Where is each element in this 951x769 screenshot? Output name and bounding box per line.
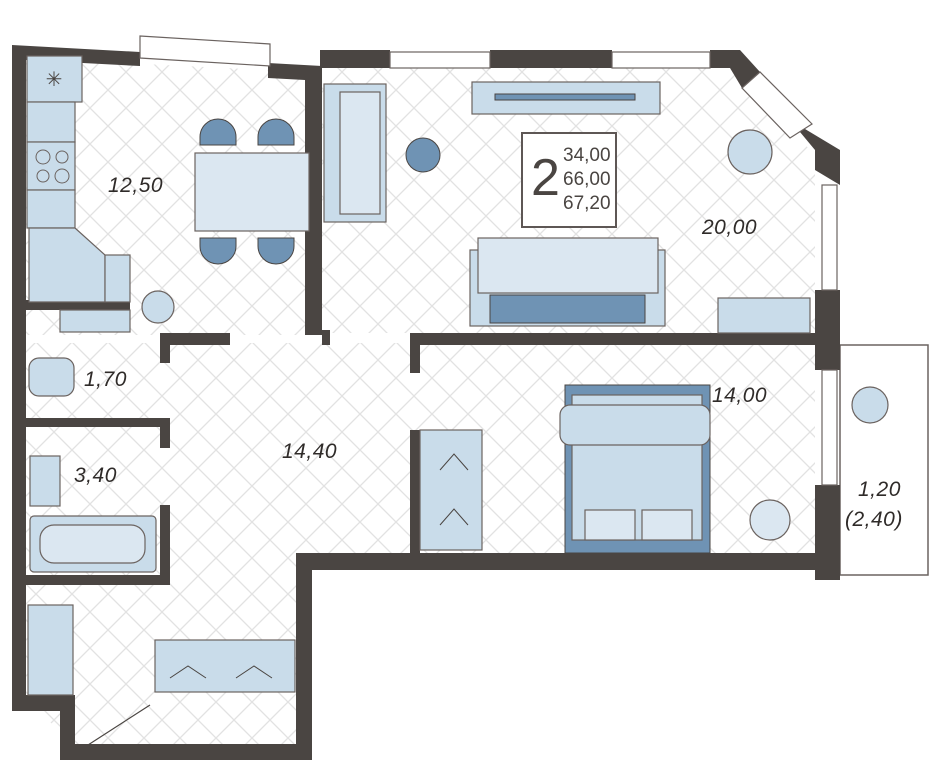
area-total: 66,00 (563, 169, 611, 190)
washbasin (29, 455, 61, 507)
bedroom-furniture (419, 384, 889, 554)
area-living: 34,00 (563, 145, 611, 166)
bookshelf (717, 297, 811, 334)
room-area-living: 20,00 (702, 216, 758, 239)
room-area-balcony-full: (2,40) (845, 508, 903, 531)
apartment-info-box: 2 34,00 66,00 67,20 (521, 132, 617, 228)
room-area-balcony: 1,20 (858, 478, 901, 501)
stool (405, 137, 441, 173)
hanger-icon (439, 453, 469, 526)
room-area-bedroom: 14,00 (712, 384, 768, 407)
kitchen-furniture: ✳ (26, 55, 310, 324)
fridge (26, 55, 83, 103)
walls (12, 45, 840, 760)
wardrobe (419, 429, 483, 551)
shoe-rack (27, 604, 74, 696)
toilet (28, 357, 75, 397)
bath-furniture (28, 309, 157, 573)
hall-furniture (27, 604, 296, 746)
plant-icon (749, 499, 791, 541)
hanger-icon (169, 665, 273, 679)
snowflake-icon: ✳ (46, 69, 63, 91)
sofa (469, 237, 666, 327)
rooms-count: 2 (531, 149, 560, 207)
windows (139, 35, 838, 486)
entrance-door (87, 704, 151, 746)
room-area-hallway: 14,40 (282, 440, 338, 463)
room-area-kitchen: 12,50 (108, 174, 164, 197)
dining-table (194, 152, 310, 232)
plant-icon (727, 129, 773, 175)
plant-icon (141, 290, 175, 324)
area-with-balcony: 67,20 (563, 193, 611, 214)
wardrobe (154, 639, 296, 693)
living-furniture (323, 81, 811, 334)
balcony-outline (839, 344, 929, 576)
stove (26, 141, 76, 191)
room-area-bathroom: 3,40 (74, 464, 117, 487)
room-area-toilet: 1,70 (84, 368, 127, 391)
plant-icon (851, 386, 889, 424)
